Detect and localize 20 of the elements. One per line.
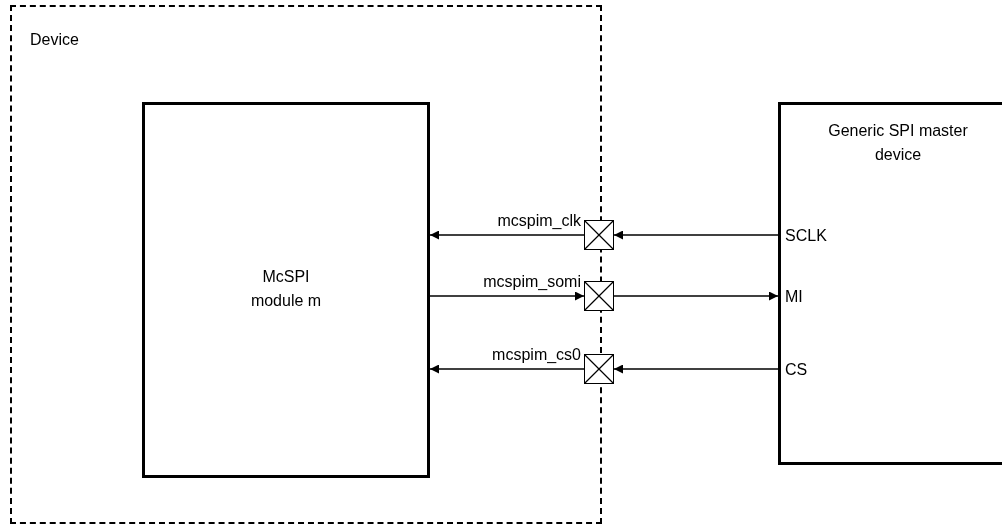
signal-label: mcspim_clk <box>497 212 581 230</box>
module-box <box>142 102 430 478</box>
signal-arrow <box>613 230 779 240</box>
signal-arrow <box>613 291 779 301</box>
pin-label: SCLK <box>785 227 827 245</box>
pin-label: CS <box>785 361 808 379</box>
pad-symbol <box>584 281 614 311</box>
signal-arrow <box>429 291 585 301</box>
signal-label: mcspim_somi <box>483 273 581 291</box>
module-label: McSPI module m <box>249 267 323 311</box>
signal-label: mcspim_cs0 <box>492 346 581 364</box>
boundary-title: Device <box>30 31 79 49</box>
signal-arrow <box>613 364 779 374</box>
pin-label: MI <box>785 288 803 306</box>
signal-arrow <box>429 364 585 374</box>
signal-arrow <box>429 230 585 240</box>
pad-symbol <box>584 354 614 384</box>
pad-symbol <box>584 220 614 250</box>
device-label: Generic SPI master device <box>827 121 969 165</box>
master-device-box <box>778 102 1002 465</box>
